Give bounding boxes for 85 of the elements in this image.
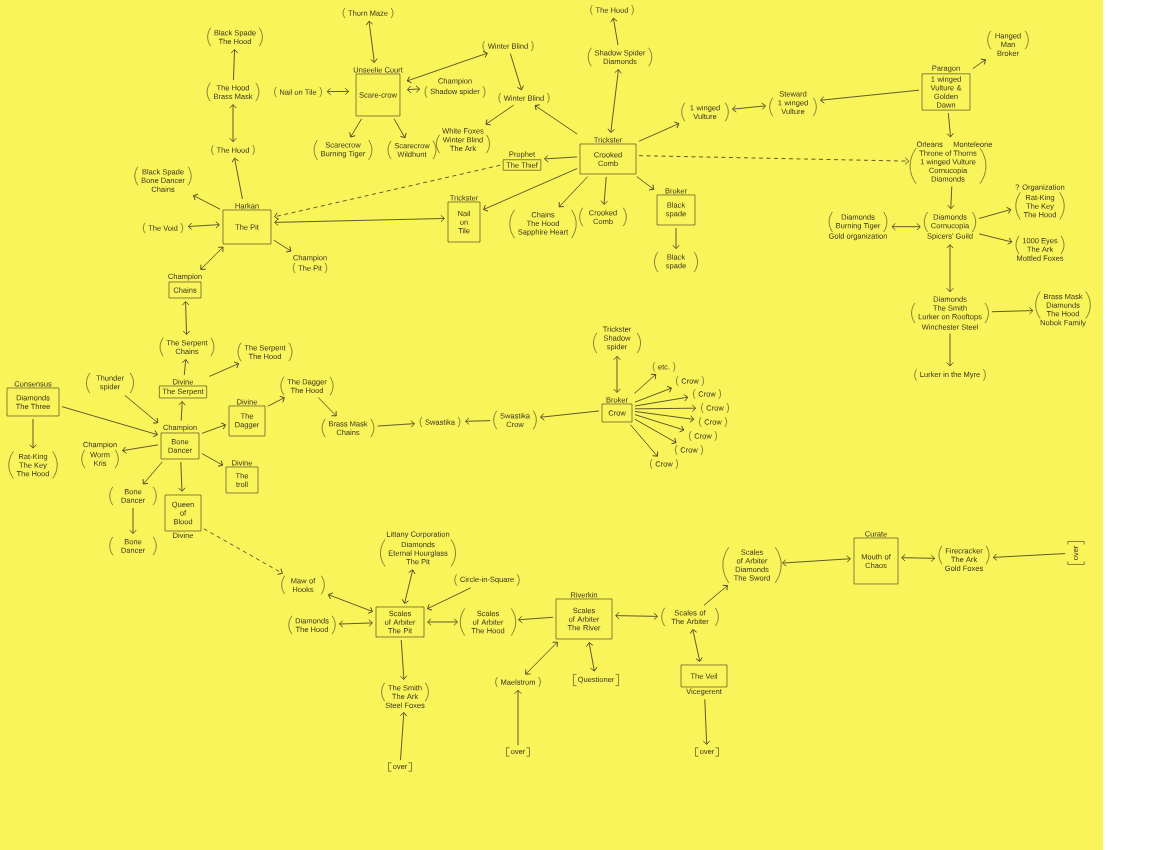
arrow (636, 176, 655, 191)
arrow (201, 453, 223, 467)
arrow (634, 385, 672, 403)
arrow (201, 422, 226, 434)
arrow (689, 629, 703, 662)
arrow (634, 414, 685, 433)
arrow (178, 461, 186, 492)
arrow (142, 461, 163, 485)
arrow (946, 333, 954, 367)
arrow (61, 406, 158, 438)
arrow (267, 396, 285, 407)
dashed-arrow (274, 164, 501, 220)
arrow (525, 641, 558, 675)
arrow (328, 592, 373, 614)
arrow (630, 424, 658, 457)
arrow (946, 112, 954, 138)
arrow (274, 214, 445, 226)
arrow (534, 104, 578, 135)
arrow (273, 239, 292, 253)
arrow (558, 176, 588, 208)
arrow (129, 507, 137, 534)
arrow (615, 612, 658, 620)
arrow (947, 186, 955, 210)
arrow (365, 20, 378, 63)
dashed-arrow (638, 155, 910, 165)
arrow (820, 89, 920, 104)
arrow (703, 584, 728, 606)
arrow (318, 397, 337, 417)
arrow (672, 227, 680, 250)
arrow (124, 394, 159, 424)
arrow (401, 569, 416, 604)
arrow (901, 554, 936, 562)
arrow (377, 420, 415, 428)
arrow (638, 121, 680, 142)
arrow (399, 712, 408, 761)
arrow (610, 17, 619, 46)
arrow (514, 689, 522, 746)
arrow (326, 87, 350, 96)
arrow (29, 418, 37, 449)
arrow (540, 410, 600, 421)
arrow (509, 53, 524, 91)
arrow (613, 355, 621, 393)
arrow (607, 69, 622, 133)
arrow (634, 411, 695, 423)
arrow (634, 418, 677, 445)
arrow (544, 155, 578, 163)
arrow (946, 244, 954, 293)
arrow (483, 168, 578, 212)
arrow (230, 49, 239, 81)
arrow (406, 85, 421, 94)
arrow (992, 553, 1066, 561)
arrow (231, 157, 243, 200)
arrow (427, 618, 458, 626)
arrow (187, 221, 220, 230)
arrow (978, 233, 1013, 245)
arrow (465, 417, 491, 425)
arrow (991, 307, 1034, 315)
arrow (229, 104, 237, 143)
arrow (972, 58, 986, 70)
arrow (181, 359, 190, 376)
arrow (485, 104, 514, 126)
arrow (891, 223, 921, 231)
arrow (349, 118, 362, 138)
arrow (978, 206, 1012, 219)
arrow (586, 642, 598, 672)
arrow (193, 193, 221, 210)
arrow (732, 102, 766, 113)
arrow (178, 401, 186, 421)
arrow (406, 50, 488, 84)
arrow (200, 246, 224, 270)
arrow (393, 118, 407, 139)
arrow (634, 404, 697, 412)
arrow (209, 361, 240, 377)
arrow (634, 373, 657, 394)
arrow (702, 698, 711, 745)
arrow (400, 639, 408, 680)
arrow (634, 394, 689, 407)
arrow (339, 619, 373, 628)
arrow (518, 615, 554, 624)
arrow (182, 301, 191, 335)
dashed-arrow (203, 528, 283, 575)
arrow (600, 176, 608, 205)
arrow (122, 444, 159, 454)
arrow (782, 555, 851, 567)
arrow (427, 587, 472, 611)
